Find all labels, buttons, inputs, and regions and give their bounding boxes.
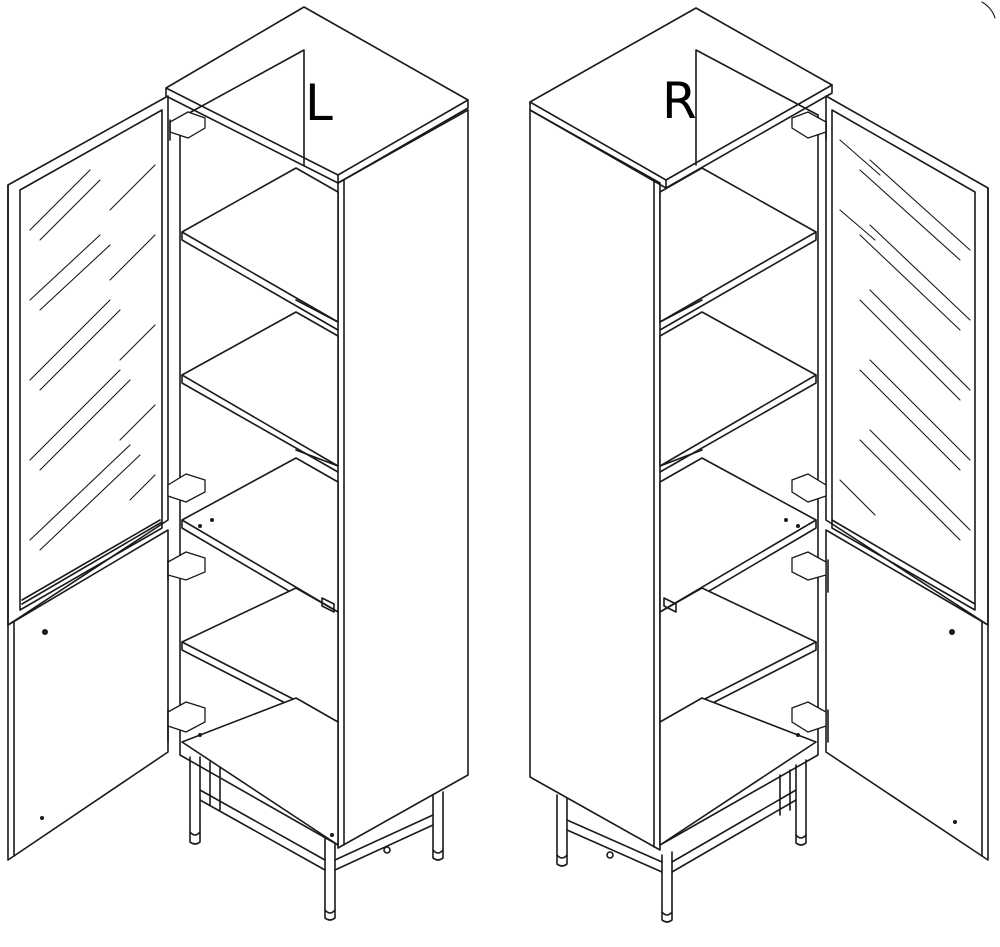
cabinet-left-glass-reflection [29,164,156,551]
cabinet-left-glass-door [7,95,169,626]
cabinet-right-glass-reflection [839,139,971,541]
cabinet-right-side-panel [529,109,661,851]
cabinet-left-solid-door [7,529,169,861]
cabinet-right-glass-door [825,95,989,626]
label-left: L [305,74,333,132]
cabinet-left-legs [189,756,444,921]
cabinet-left-hinges [167,111,206,743]
cabinet-left-shelves [181,167,339,846]
cabinet-right: R [529,7,989,923]
cabinet-right-legs [556,759,807,923]
label-right: R [662,72,697,130]
corner-mark [981,1,996,19]
cabinet-right-shelves [659,167,817,846]
cabinet-right-hinges [791,111,829,743]
cabinet-left: L [7,6,469,921]
cabinet-left-side-panel [337,109,469,849]
cabinet-right-solid-door [825,529,989,861]
